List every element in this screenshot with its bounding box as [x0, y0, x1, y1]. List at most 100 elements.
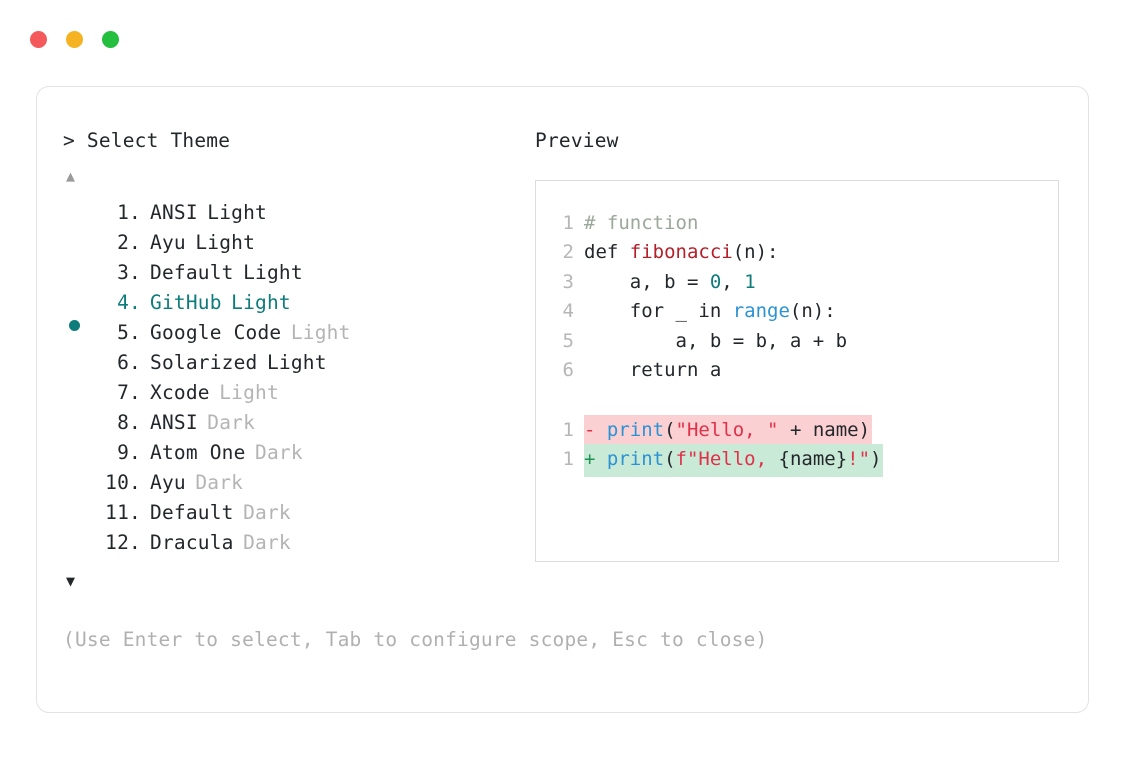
theme-item-number: 5. [105, 320, 141, 344]
theme-item-variant: Light [219, 380, 279, 404]
theme-list-item[interactable]: 6. Solarized Light [63, 348, 533, 378]
diff-line-del: 1- print("Hello, " + name) [536, 414, 1058, 447]
code-token-plain: return a [584, 359, 722, 381]
diff-line-highlight: - print("Hello, " + name) [584, 414, 873, 447]
code-token-plain: ( [664, 448, 676, 470]
diff-line-content: - print("Hello, " + name) [574, 414, 873, 447]
code-line-text: return a [574, 356, 722, 386]
theme-item-number: 11. [105, 500, 141, 524]
code-line-text: for _ in range(n): [574, 297, 836, 327]
window-controls [30, 31, 119, 48]
theme-list-item[interactable]: 9. Atom One Dark [63, 438, 533, 468]
code-token-keyword: def [584, 241, 630, 263]
code-token-string: "Hello, " [675, 418, 779, 441]
diff-line-highlight: + print(f"Hello, {name}!") [584, 444, 884, 477]
code-token-plain: , [721, 270, 745, 293]
theme-item-number: 3. [105, 260, 141, 284]
theme-item-number: 7. [105, 380, 141, 404]
theme-item-name: GitHub [150, 290, 222, 314]
theme-list-item[interactable]: 11. Default Dark [63, 498, 533, 528]
code-line-number: 4 [562, 300, 574, 322]
theme-item-name: Atom One [150, 440, 246, 464]
code-line-number: 5 [562, 329, 574, 352]
diff-line-number: 1 [562, 418, 574, 441]
code-token-plain: a, b = [584, 270, 710, 293]
code-line: 6 return a [536, 356, 1058, 386]
code-line-number: 6 [562, 359, 574, 381]
minimize-window-button[interactable] [66, 31, 83, 48]
code-token-plain: (n): [732, 241, 779, 263]
code-line: 5 a, b = b, a + b [536, 327, 1058, 357]
theme-item-number: 2. [105, 230, 141, 254]
prompt-label: > Select Theme [63, 129, 231, 152]
theme-list-item[interactable]: 5. Google Code Light [63, 318, 533, 348]
code-line-number: 1 [562, 211, 574, 234]
theme-item-number: 4. [105, 290, 141, 314]
theme-item-name: Dracula [150, 530, 234, 554]
theme-item-name: Default [150, 500, 234, 524]
theme-item-variant: Light [207, 200, 267, 224]
theme-item-number: 9. [105, 440, 141, 464]
code-token-plain: + name) [778, 418, 871, 441]
theme-item-name: Xcode [150, 380, 210, 404]
code-token-plain: ) [870, 448, 882, 470]
diff-line-number: 1 [562, 448, 574, 470]
theme-item-variant: Dark [207, 410, 256, 434]
code-line-text: def fibonacci(n): [574, 238, 778, 268]
preview-title: Preview [535, 129, 619, 152]
code-token-plain: a, b = b, a + b [584, 329, 848, 352]
theme-item-variant: Dark [255, 440, 303, 464]
theme-item-name: Google Code [150, 320, 282, 344]
code-token-num: 0 [709, 270, 722, 293]
code-token-string: f"Hello, [675, 448, 779, 470]
theme-item-number: 12. [105, 530, 141, 554]
theme-item-name: Solarized [150, 350, 258, 374]
code-line-number: 3 [562, 270, 574, 293]
theme-item-number: 1. [105, 200, 141, 224]
code-token-plain: for _ in [584, 300, 733, 322]
theme-item-variant: Light [231, 290, 291, 314]
theme-item-number: 8. [105, 410, 141, 434]
theme-list-item[interactable]: 4. GitHub Light [63, 288, 533, 331]
scroll-up-indicator-icon[interactable]: ▲ [66, 166, 76, 185]
keyboard-hint: (Use Enter to select, Tab to configure s… [63, 628, 768, 651]
code-token-num: 1 [744, 270, 756, 293]
theme-item-variant: Dark [195, 470, 244, 494]
code-token-plain: ( [664, 418, 676, 441]
code-token-plain: (n): [789, 300, 836, 322]
diff-marker-del: - [584, 418, 607, 441]
code-line-text: # function [574, 209, 698, 239]
theme-item-variant: Light [290, 320, 351, 344]
close-window-button[interactable] [30, 31, 47, 48]
code-spacer [536, 386, 1058, 415]
scroll-down-indicator-icon[interactable]: ▼ [66, 571, 76, 590]
code-token-plain: {name} [778, 448, 848, 470]
code-line-number: 2 [562, 241, 574, 263]
code-line: 1# function [536, 209, 1058, 239]
theme-item-variant: Light [243, 260, 303, 284]
code-token-builtin: print [606, 448, 665, 470]
diff-marker-add: + [584, 448, 607, 470]
theme-list-item[interactable]: 8. ANSI Dark [63, 408, 533, 438]
maximize-window-button[interactable] [102, 31, 119, 48]
theme-item-variant: Dark [243, 500, 291, 524]
theme-item-name: Ayu [150, 470, 186, 494]
theme-item-name: ANSI [150, 410, 198, 434]
code-line-text: a, b = 0, 1 [574, 268, 756, 298]
theme-list-item[interactable]: 7. Xcode Light [63, 378, 533, 408]
code-token-builtin: print [606, 418, 665, 441]
theme-item-variant: Light [266, 350, 327, 374]
theme-item-number: 6. [105, 350, 141, 374]
code-token-string: !" [847, 448, 871, 470]
